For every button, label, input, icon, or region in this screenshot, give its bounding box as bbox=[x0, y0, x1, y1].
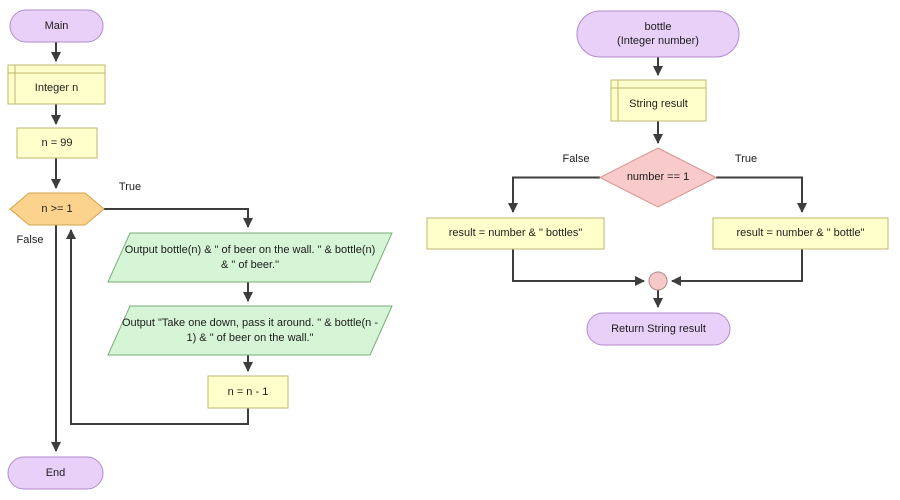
connector-decision-false bbox=[508, 176, 600, 213]
assign-n99-box[interactable] bbox=[16, 127, 98, 159]
declare-integer-n-box[interactable] bbox=[7, 64, 106, 105]
assign-plural-box[interactable] bbox=[426, 217, 605, 250]
decision-diamond[interactable] bbox=[598, 147, 718, 208]
declare-string-result-box[interactable] bbox=[610, 79, 707, 122]
loop-condition-hexagon[interactable] bbox=[9, 192, 105, 226]
output-wall-parallelogram[interactable] bbox=[107, 232, 393, 283]
end-terminal[interactable] bbox=[7, 456, 104, 490]
bottle-start-terminal[interactable] bbox=[576, 10, 740, 58]
connector-singular-to-merge bbox=[671, 249, 803, 286]
merge-node[interactable] bbox=[648, 271, 668, 291]
connector-loop-true-to-output1 bbox=[104, 208, 253, 228]
assign-decrement-box[interactable] bbox=[207, 375, 289, 409]
assign-singular-box[interactable] bbox=[712, 217, 889, 250]
connector-decision-true bbox=[716, 176, 807, 213]
connector-loopback bbox=[66, 229, 249, 425]
output-take-parallelogram[interactable] bbox=[107, 305, 393, 356]
main-start-terminal[interactable] bbox=[9, 9, 104, 43]
return-terminal[interactable] bbox=[586, 312, 731, 346]
connector-plural-to-merge bbox=[512, 249, 645, 286]
